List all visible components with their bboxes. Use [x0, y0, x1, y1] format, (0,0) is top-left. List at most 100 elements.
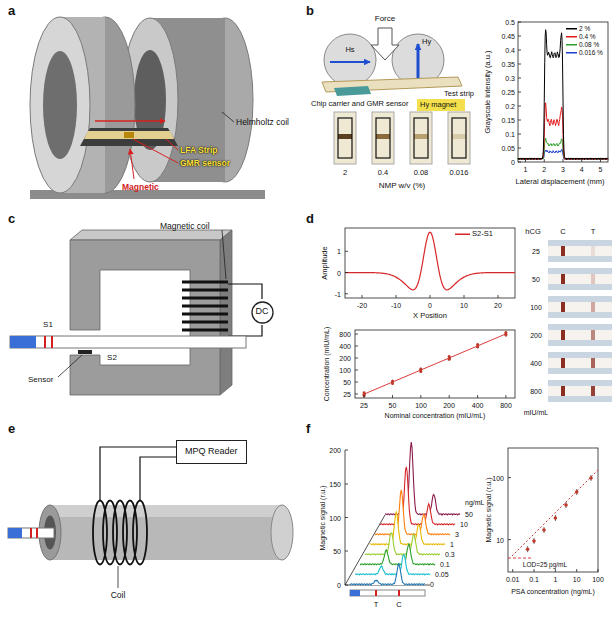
strip-photo [548, 330, 612, 340]
figure-label: 0 [337, 269, 341, 276]
field-arrow [417, 44, 420, 82]
figure-label: S2 [107, 354, 117, 362]
leader-line [222, 112, 234, 122]
figure-label: 1 [337, 248, 341, 255]
figure-label: 0.45 [501, 33, 515, 40]
figure-label: Hs [345, 46, 354, 54]
figure-label: 10 [460, 521, 468, 528]
figure-label: C [560, 228, 565, 236]
chart-frame [355, 330, 515, 398]
test-line [591, 386, 595, 396]
figure-label: 3 [561, 166, 565, 173]
legend-line [566, 43, 577, 47]
figure-label: 100 [329, 514, 341, 521]
figure-label: Magnetic signal (r.u.) [319, 486, 326, 551]
legend-text: 0.08 % [579, 42, 599, 49]
legend-text: 0.4 % [579, 34, 596, 41]
legend-text: S2-S1 [472, 230, 493, 238]
strip-photo [334, 112, 356, 164]
axis-tick [563, 159, 564, 162]
figure-label: 2 [542, 166, 546, 173]
wire [228, 325, 262, 336]
figure-label: 100 [415, 402, 427, 409]
axis-tick [518, 22, 521, 23]
trace-fill [380, 467, 455, 525]
figure-label: GMR sensor [180, 159, 230, 168]
figure-label: Hy [422, 38, 431, 46]
axis-tick [518, 50, 521, 51]
figure-label: 0 [428, 302, 432, 309]
field-arrow [330, 44, 418, 82]
wire [140, 457, 176, 500]
axis-tick [345, 551, 348, 552]
trace-fill [360, 544, 435, 565]
strip-photo [548, 268, 612, 290]
figure-label: Concentration (mIU/mL) [323, 327, 330, 402]
axis-tick [598, 569, 599, 572]
data-point [532, 539, 536, 543]
leader-line [58, 355, 82, 377]
signal-trace [370, 512, 445, 545]
axis-tick [518, 162, 521, 163]
axis-tick [525, 159, 526, 162]
field-arrow [95, 121, 165, 122]
axis-tick [518, 92, 521, 93]
figure-label: 0.1 [529, 576, 539, 583]
test-line [591, 246, 595, 256]
legend-line [566, 44, 577, 45]
legend-line [566, 51, 577, 55]
figure-label: -20 [357, 302, 367, 309]
signal-trace [385, 442, 460, 515]
test-line [376, 134, 390, 139]
control-line [561, 274, 565, 284]
figure-label: Force [375, 15, 395, 23]
sensor-outline [338, 118, 352, 158]
figure-label: 20 [494, 302, 502, 309]
test-strip [8, 528, 54, 538]
trace-fill [355, 555, 430, 575]
sensor-outline [452, 118, 466, 158]
figure-label: 0.4 [505, 47, 515, 54]
figure-label: PSA concentration (ng/mL) [511, 588, 595, 595]
test-strip [350, 590, 360, 596]
strip-holder [80, 128, 178, 146]
figure-label: Hy magnet [420, 101, 456, 109]
test-strip [10, 336, 36, 348]
figure-label: T [591, 228, 596, 236]
figure-label: 0.5 [505, 19, 515, 26]
figure-label: 2 [343, 169, 347, 177]
error-bar [420, 368, 421, 373]
trace-fill [350, 564, 425, 585]
axis-tick [518, 106, 521, 107]
leader-line [118, 566, 119, 588]
field-arrow [95, 120, 165, 122]
figure-label: 0.1 [440, 561, 450, 568]
figure-label: -1 [335, 290, 341, 297]
figure-label: Chip carrier and GMR sensor [311, 100, 409, 108]
axis-tick [518, 120, 521, 121]
figure-label: 3 [455, 531, 459, 538]
test-strip [10, 336, 246, 348]
signal-trace [360, 544, 435, 565]
figure-label: 4 [580, 166, 584, 173]
coil-winding [182, 281, 228, 284]
figure-label: Helmholtz coil [236, 118, 289, 127]
data-point [564, 503, 568, 507]
figure-label: 400 [339, 343, 351, 350]
figure-label: -10 [391, 302, 401, 309]
coil-tube [271, 505, 293, 560]
legend-entry: 2 % [566, 26, 590, 33]
test-strip [8, 528, 54, 538]
coil-winding [182, 289, 228, 292]
test-strip [44, 336, 46, 348]
legend-line [455, 233, 470, 234]
coil-tube [39, 505, 293, 560]
leader-line [130, 139, 178, 179]
figure-label: 1 [524, 166, 528, 173]
strip-photo [548, 246, 612, 256]
strip-photo [548, 296, 612, 318]
data-point [554, 516, 558, 520]
axis-tick [345, 517, 348, 518]
strip-photo [548, 240, 612, 262]
